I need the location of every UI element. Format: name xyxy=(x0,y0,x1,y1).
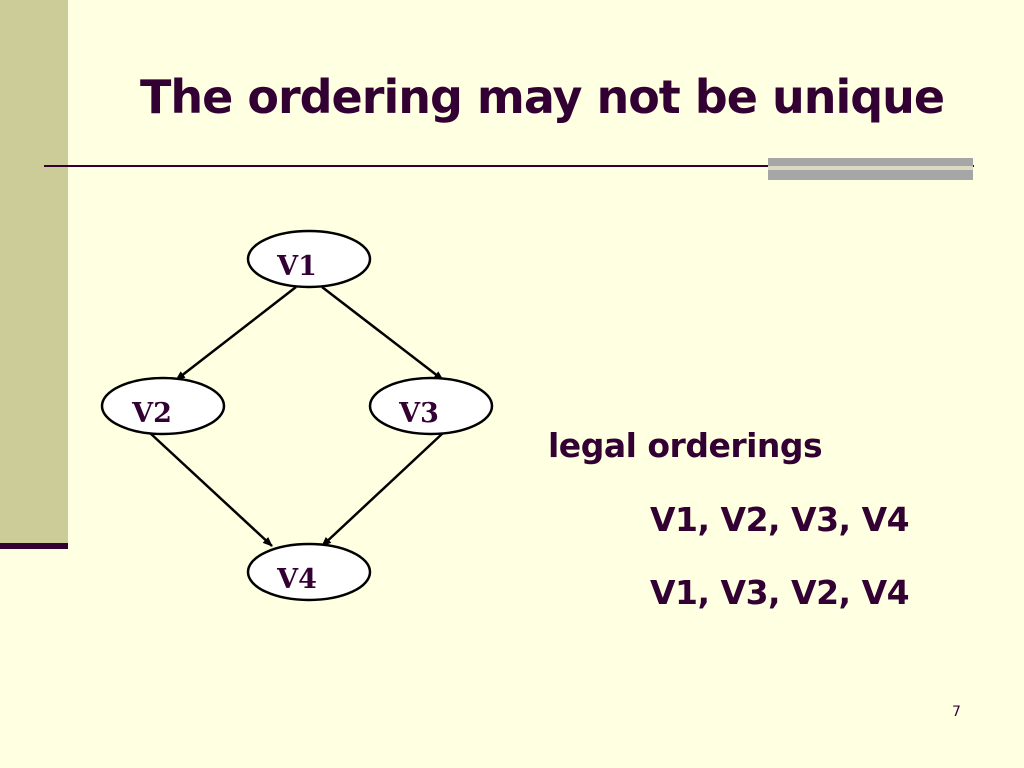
edge-v1-v3 xyxy=(321,286,444,381)
page-number: 7 xyxy=(952,704,961,720)
ordering-item: V1, V3, V2, V4 xyxy=(650,573,910,612)
orderings-heading: legal orderings xyxy=(548,426,823,465)
edge-v3-v4 xyxy=(321,432,444,547)
slide-title: The ordering may not be unique xyxy=(140,70,945,124)
node-v1: V1 xyxy=(246,229,372,289)
node-v2-label: V2 xyxy=(131,398,172,429)
edge-v1-v2 xyxy=(175,286,297,381)
node-v4: V4 xyxy=(246,542,372,602)
edge-v2-v4 xyxy=(149,432,273,547)
node-v2: V2 xyxy=(100,376,226,436)
title-divider xyxy=(44,165,974,167)
title-divider-accent-stripe xyxy=(768,166,973,170)
ordering-item: V1, V2, V3, V4 xyxy=(650,500,910,539)
node-v3: V3 xyxy=(368,376,494,436)
left-accent-band xyxy=(0,0,68,543)
node-v3-label: V3 xyxy=(398,398,439,429)
left-accent-bar xyxy=(0,543,68,549)
node-v1-label: V1 xyxy=(276,251,317,282)
node-v4-label: V4 xyxy=(276,564,317,595)
